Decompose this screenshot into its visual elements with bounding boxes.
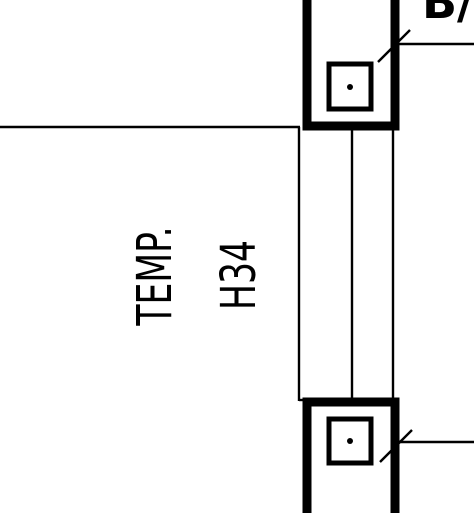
upper-column	[302, 0, 474, 131]
top-right-label-fragment: B/	[422, 0, 474, 29]
lower-anchor-point	[347, 438, 353, 444]
upper-anchor-point	[347, 84, 353, 90]
temporary-member	[297, 127, 395, 402]
upper-leader-tick	[377, 29, 411, 63]
temp-annotation-line2-group: H34	[210, 240, 266, 310]
lower-column	[302, 397, 474, 513]
upper-anchor-box	[326, 61, 374, 112]
lower-leader-tick	[379, 429, 413, 463]
temp-annotation-line1: TEMP.	[126, 226, 182, 326]
temp-annotation-line1-group: TEMP.	[126, 226, 182, 326]
temp-annotation-line2: H34	[210, 240, 266, 310]
lower-anchor-box	[326, 416, 374, 466]
